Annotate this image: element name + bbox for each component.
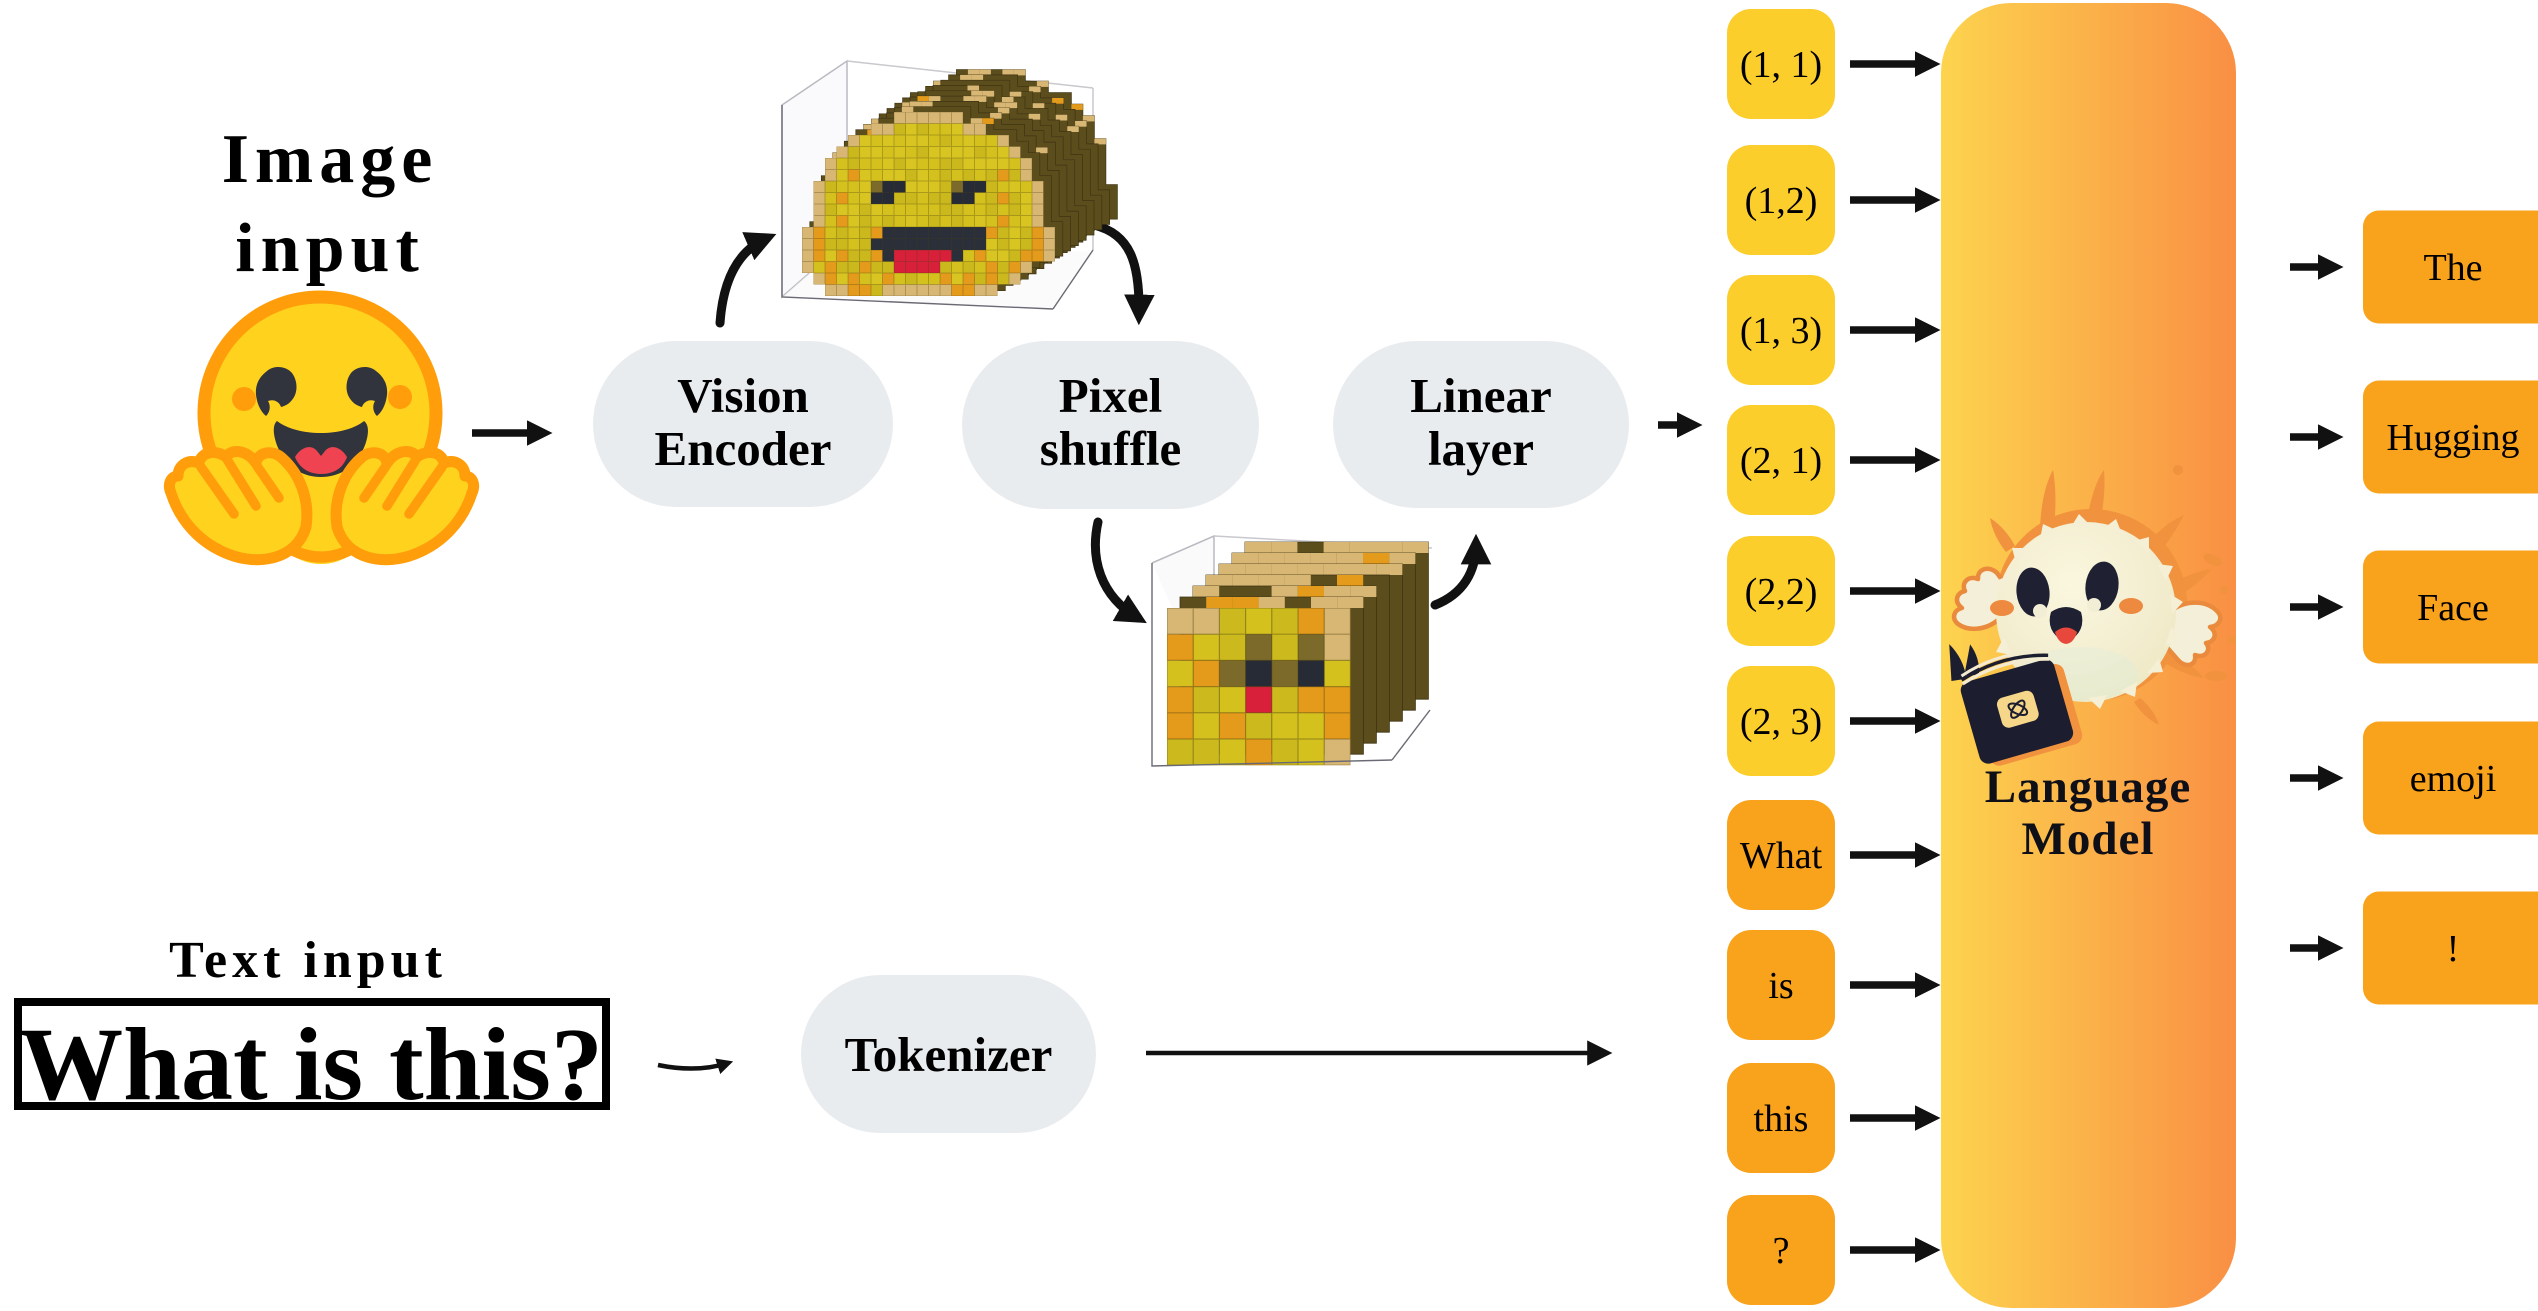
svg-text:layer: layer [1428,421,1534,476]
svg-text:Hugging: Hugging [2387,417,2520,459]
svg-text:this: this [1754,1098,1809,1140]
svg-text:Pixel: Pixel [1059,368,1162,423]
svg-text:The: The [2423,247,2482,289]
svg-text:shuffle: shuffle [1040,421,1182,476]
svg-text:Vision: Vision [677,368,809,423]
svg-text:What is this?: What is this? [19,1007,603,1122]
svg-text:emoji: emoji [2410,758,2497,800]
svg-text:Tokenizer: Tokenizer [845,1027,1053,1082]
svg-text:Encoder: Encoder [655,421,832,476]
svg-text:(2, 3): (2, 3) [1740,701,1822,743]
svg-text:is: is [1768,965,1793,1007]
svg-text:What: What [1740,835,1823,877]
svg-text:Text input: Text input [169,932,447,989]
svg-text:?: ? [1773,1230,1790,1272]
svg-text:input: input [235,210,425,287]
svg-text:Image: Image [222,121,439,198]
svg-text:(2, 1): (2, 1) [1740,440,1822,482]
svg-text:Linear: Linear [1410,368,1552,423]
svg-text:(2,2): (2,2) [1745,571,1818,613]
svg-text:Language: Language [1985,761,2192,813]
svg-text:!: ! [2447,928,2460,970]
svg-text:(1,2): (1,2) [1745,180,1818,222]
svg-text:(1, 1): (1, 1) [1740,44,1822,86]
svg-text:Face: Face [2417,587,2489,629]
svg-text:(1, 3): (1, 3) [1740,310,1822,352]
svg-text:Model: Model [2022,813,2155,865]
